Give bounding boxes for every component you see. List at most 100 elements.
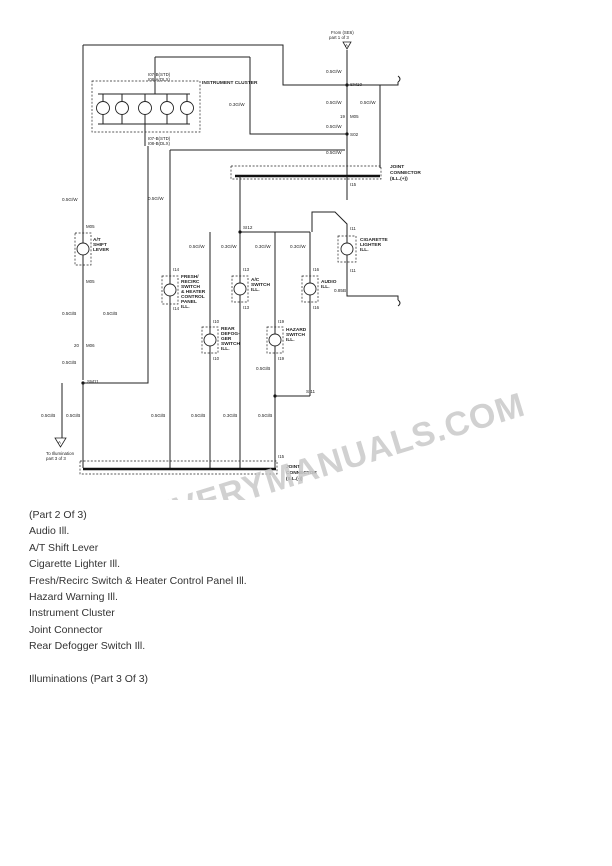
svg-text:0.5G/B: 0.5G/B <box>191 413 205 418</box>
svg-text:I16: I16 <box>313 305 320 310</box>
svg-text:0.5G/W: 0.5G/W <box>62 197 78 202</box>
svg-text:0.3G/W: 0.3G/W <box>255 244 271 249</box>
svg-text:I19: I19 <box>278 356 285 361</box>
svg-text:A: A <box>58 440 61 445</box>
svg-text:I13: I13 <box>243 267 250 272</box>
caption-line: Fresh/Recirc Switch & Heater Control Pan… <box>29 574 247 587</box>
from-ref-label: From (SE6) <box>331 30 354 35</box>
svg-text:LEVER: LEVER <box>93 247 110 253</box>
svg-text:0.5G/B: 0.5G/B <box>62 360 76 365</box>
svg-text:FRESH/: FRESH/ <box>181 274 199 280</box>
instrument-cluster: INSTRUMENT CLUSTER I07-B(STD) I08-A(DLX)… <box>91 57 258 146</box>
caption: (Part 2 Of 3) Audio Ill. A/T Shift Lever… <box>29 507 589 687</box>
svg-text:SWITCH: SWITCH <box>251 282 270 288</box>
connector-a-top: A From (SE6) part 1 of 3 <box>329 30 354 50</box>
wire-cluster-feed <box>249 57 347 135</box>
wire-label: 0.5G/W <box>326 100 342 105</box>
svg-text:0.5G/B: 0.5G/B <box>41 413 55 418</box>
svg-text:I13: I13 <box>243 305 250 310</box>
wire-label: 0.3G/W <box>229 102 245 107</box>
wire-break-mark <box>397 75 401 83</box>
svg-text:(ILL.(+)): (ILL.(+)) <box>390 176 408 182</box>
svg-text:part 3 of 3: part 3 of 3 <box>46 456 66 461</box>
svg-text:I15: I15 <box>278 454 285 459</box>
svg-text:LIGHTER: LIGHTER <box>360 242 382 248</box>
ac-switch-ill: A/C SWITCH ILL. <box>231 275 270 303</box>
svg-text:SWITCH: SWITCH <box>221 341 240 347</box>
svg-text:0.3G/W: 0.3G/W <box>221 244 237 249</box>
svg-text:0.5G/B: 0.5G/B <box>103 311 117 316</box>
svg-text:& HEATER: & HEATER <box>181 289 206 295</box>
svg-text:M05: M05 <box>86 224 95 229</box>
caption-line: Joint Connector <box>29 623 103 636</box>
svg-text:(ILL.(-)): (ILL.(-)) <box>286 476 303 482</box>
svg-text:SI11: SI11 <box>306 389 316 394</box>
caption-line: Hazard Warning Ill. <box>29 590 118 603</box>
svg-text:0.5G/B: 0.5G/B <box>62 311 76 316</box>
fresh-recirc-switch-ill: FRESH/ RECIRC SWITCH & HEATER CONTROL PA… <box>161 274 206 310</box>
wire-label: 0.5G/W <box>326 69 342 74</box>
svg-text:20: 20 <box>74 343 79 348</box>
svg-text:CONTROL: CONTROL <box>181 294 205 300</box>
svg-text:0.5G/W: 0.5G/W <box>189 244 205 249</box>
svg-text:CONNECTOR: CONNECTOR <box>286 470 317 476</box>
svg-text:RECIRC: RECIRC <box>181 279 200 285</box>
svg-text:ILL.: ILL. <box>251 287 260 293</box>
svg-text:DEFOG-: DEFOG- <box>221 331 240 337</box>
connector-m05: M05 <box>350 114 359 119</box>
caption-line: (Part 2 Of 3) <box>29 509 87 521</box>
svg-text:0.3G/W: 0.3G/W <box>290 244 306 249</box>
svg-text:PANEL: PANEL <box>181 299 197 305</box>
svg-text:I11: I11 <box>350 268 356 273</box>
svg-text:A/T: A/T <box>93 237 101 243</box>
svg-text:ILL.: ILL. <box>321 284 330 290</box>
rear-defogger-switch-ill: REAR DEFOG- GER SWITCH ILL. <box>201 326 240 354</box>
from-part-label: part 1 of 3 <box>329 35 349 40</box>
svg-text:AUDIO: AUDIO <box>321 279 337 285</box>
cigarette-lighter-ill: CIGARETTE LIGHTER ILL. <box>337 235 389 263</box>
cluster-dlx-top: I08-A(DLX) <box>148 77 170 82</box>
svg-text:I16: I16 <box>313 267 320 272</box>
svg-text:I10: I10 <box>213 319 220 324</box>
svg-text:I19: I19 <box>278 319 285 324</box>
instrument-cluster-label: INSTRUMENT CLUSTER <box>202 80 258 86</box>
caption-line: Audio Ill. <box>29 525 70 538</box>
hazard-switch-ill: HAZARD SWITCH ILL. <box>266 326 307 354</box>
svg-text:SWITCH: SWITCH <box>181 284 200 290</box>
svg-text:GER: GER <box>221 336 232 342</box>
svg-text:REAR: REAR <box>221 326 235 332</box>
svg-text:0.5G/B: 0.5G/B <box>66 413 80 418</box>
svg-text:CIGARETTE: CIGARETTE <box>360 237 389 243</box>
svg-text:I14: I14 <box>173 306 180 311</box>
at-shift-lever: A/T SHIFT LEVER <box>74 232 110 266</box>
instrument-cluster-box <box>91 80 201 133</box>
watermark-logo <box>94 498 150 500</box>
caption-line: Rear Defogger Switch Ill. <box>29 640 146 653</box>
svg-text:M05: M05 <box>86 279 95 284</box>
watermark-text: EVERYMANUALS.COM <box>147 386 530 500</box>
svg-text:A/C: A/C <box>251 277 260 283</box>
audio-ill: AUDIO ILL. <box>301 275 337 303</box>
svg-text:JOINT: JOINT <box>286 464 300 470</box>
connector-a-bottom: A To Illumination part 3 of 3 <box>46 437 75 461</box>
svg-text:CONNECTOR: CONNECTOR <box>390 170 421 176</box>
watermark: E EVERYMANUALS.COM <box>94 386 530 500</box>
cluster-dlx-bot: I08-B(DLX) <box>148 141 170 146</box>
svg-text:I11: I11 <box>350 226 356 231</box>
svg-text:To Illumination: To Illumination <box>46 451 75 456</box>
svg-text:ILL.: ILL. <box>286 337 295 343</box>
svg-text:SWITCH: SWITCH <box>286 332 305 338</box>
wire-branch-right <box>347 82 399 86</box>
svg-text:JOINT: JOINT <box>390 164 404 170</box>
caption-footer: Illuminations (Part 3 Of 3) <box>29 672 149 685</box>
connector-a-label: A <box>345 43 348 48</box>
svg-text:0.5G/W: 0.5G/W <box>148 196 164 201</box>
svg-text:ILL.: ILL. <box>221 346 230 352</box>
svg-text:M06: M06 <box>86 343 95 348</box>
svg-text:0.5G/B: 0.5G/B <box>256 366 270 371</box>
svg-text:0.5G/B: 0.5G/B <box>151 413 165 418</box>
m05-pin: 19 <box>340 114 345 119</box>
joint-connector-top: JOINT CONNECTOR (ILL.(+)) I15 <box>230 112 421 233</box>
splice-s02: S02 <box>350 132 359 137</box>
svg-text:SHIFT: SHIFT <box>93 242 107 248</box>
